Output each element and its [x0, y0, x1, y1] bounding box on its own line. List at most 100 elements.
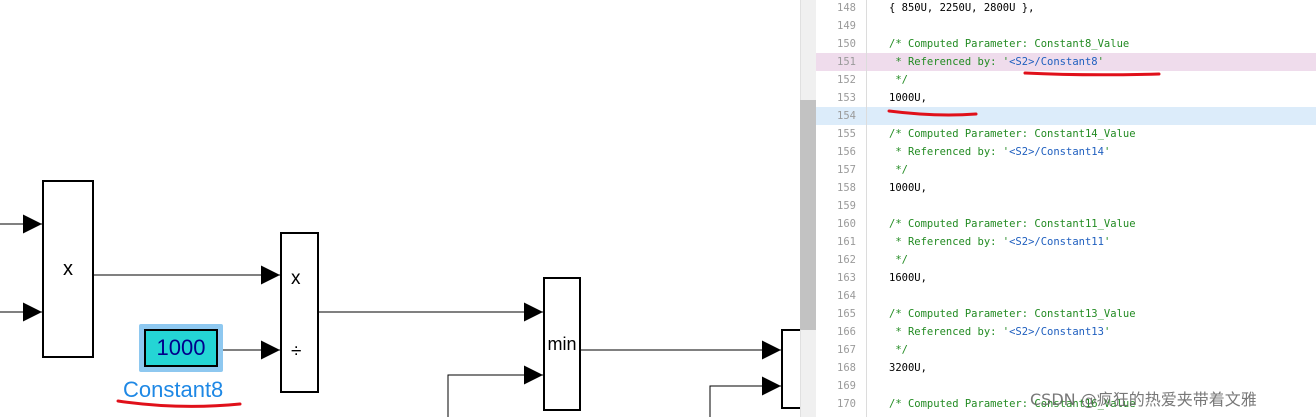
simulink-diagram-canvas[interactable]: x x ÷ min 1000 Constant8: [0, 0, 800, 417]
signal-line[interactable]: [447, 365, 543, 417]
line-number: 165: [837, 308, 856, 320]
code-token: /* Computed Parameter: Constant16_Value: [889, 398, 1136, 410]
code-line[interactable]: 152 */: [816, 71, 1316, 89]
code-token: ': [1103, 146, 1111, 158]
code-text: 1000U,: [856, 179, 927, 197]
code-line[interactable]: 148 { 850U, 2250U, 2800U },: [816, 0, 1316, 17]
line-number: 169: [837, 380, 856, 392]
code-line[interactable]: 164: [816, 287, 1316, 305]
code-line[interactable]: 156 * Referenced by: '<S2>/Constant14': [816, 143, 1316, 161]
line-number: 170: [837, 398, 856, 410]
code-token: /* Computed Parameter: Constant11_Value: [889, 218, 1136, 230]
code-text: 1600U,: [856, 269, 927, 287]
code-line[interactable]: 160 /* Computed Parameter: Constant11_Val…: [816, 215, 1316, 233]
code-line[interactable]: 151 * Referenced by: '<S2>/Constant8': [816, 53, 1316, 71]
code-line[interactable]: 159: [816, 197, 1316, 215]
code-line[interactable]: 165 /* Computed Parameter: Constant13_Val…: [816, 305, 1316, 323]
downstream-block[interactable]: [781, 329, 800, 409]
code-line[interactable]: 162 */: [816, 251, 1316, 269]
code-token: * Referenced by: ': [889, 236, 1010, 248]
code-text: /* Computed Parameter: Constant13_Value: [856, 305, 1136, 323]
line-number: 157: [837, 164, 856, 176]
reference-link[interactable]: <S2>/Constant13: [1009, 326, 1104, 338]
code-text: * Referenced by: '<S2>/Constant14': [856, 143, 1110, 161]
line-number: 154: [837, 110, 856, 122]
code-line[interactable]: 167 */: [816, 341, 1316, 359]
divide-port-label: ÷: [291, 341, 302, 362]
code-text: 1000U,: [856, 89, 927, 107]
reference-link[interactable]: <S2>/Constant8: [1009, 56, 1098, 68]
code-text: /* Computed Parameter: Constant14_Value: [856, 125, 1136, 143]
multiply-port-label: x: [291, 268, 301, 289]
code-line[interactable]: 154: [816, 107, 1316, 125]
code-text: * Referenced by: '<S2>/Constant11': [856, 233, 1110, 251]
signal-line[interactable]: [709, 376, 781, 417]
red-underline-annotation: [116, 399, 242, 408]
code-text: */: [856, 341, 908, 359]
constant-block-name[interactable]: Constant8: [123, 377, 224, 402]
line-number: 166: [837, 326, 856, 338]
code-token: 1000U,: [889, 92, 927, 104]
line-number: 151: [837, 56, 856, 68]
code-token: * Referenced by: ': [889, 326, 1010, 338]
code-token: /* Computed Parameter: Constant14_Value: [889, 128, 1136, 140]
code-token: /* Computed Parameter: Constant8_Value: [889, 38, 1130, 50]
scrollbar-thumb[interactable]: [800, 100, 816, 330]
code-token: * Referenced by: ': [889, 146, 1010, 158]
code-line[interactable]: 161 * Referenced by: '<S2>/Constant11': [816, 233, 1316, 251]
line-number: 149: [837, 20, 856, 32]
line-number: 155: [837, 128, 856, 140]
code-token: ': [1103, 236, 1111, 248]
line-number-gutter-divider: [866, 0, 867, 417]
code-token: /* Computed Parameter: Constant13_Value: [889, 308, 1136, 320]
signal-lines: [0, 214, 781, 417]
code-token: */: [889, 344, 908, 356]
constant-value: 1000: [156, 335, 206, 360]
code-text: * Referenced by: '<S2>/Constant13': [856, 323, 1110, 341]
code-token: */: [889, 74, 908, 86]
line-number: 168: [837, 362, 856, 374]
product-block[interactable]: x: [42, 180, 94, 358]
line-number: 156: [837, 146, 856, 158]
code-lines: 148 { 850U, 2250U, 2800U }, 149 150 /* Compu…: [816, 0, 1316, 413]
line-number: 148: [837, 2, 856, 14]
line-number: 150: [837, 38, 856, 50]
line-number: 163: [837, 272, 856, 284]
line-number: 161: [837, 236, 856, 248]
code-text: */: [856, 161, 908, 179]
generated-code-view[interactable]: 148 { 850U, 2250U, 2800U }, 149 150 /* Compu…: [816, 0, 1316, 417]
line-number: 159: [837, 200, 856, 212]
code-token: */: [889, 164, 908, 176]
code-token: ': [1103, 326, 1111, 338]
code-token: { 850U, 2250U, 2800U },: [889, 2, 1035, 14]
line-number: 160: [837, 218, 856, 230]
line-number: 164: [837, 290, 856, 302]
code-token: * Referenced by: ': [889, 56, 1010, 68]
code-line[interactable]: 170 /* Computed Parameter: Constant16_Val…: [816, 395, 1316, 413]
code-text: /* Computed Parameter: Constant8_Value: [856, 35, 1129, 53]
watermark: CSDN @疯狂的热爱夹带着文雅: [1030, 390, 1257, 409]
code-line[interactable]: 153 1000U,: [816, 89, 1316, 107]
constant-block[interactable]: 1000: [144, 329, 218, 367]
code-text: /* Computed Parameter: Constant16_Value: [856, 395, 1136, 413]
code-line[interactable]: 155 /* Computed Parameter: Constant14_Val…: [816, 125, 1316, 143]
min-block-label: min: [547, 333, 577, 354]
code-text: * Referenced by: '<S2>/Constant8': [856, 53, 1104, 71]
reference-link[interactable]: <S2>/Constant14: [1009, 146, 1104, 158]
code-line[interactable]: 169: [816, 377, 1316, 395]
code-line[interactable]: 166 * Referenced by: '<S2>/Constant13': [816, 323, 1316, 341]
min-block[interactable]: min: [543, 277, 581, 411]
code-line[interactable]: 157 */: [816, 161, 1316, 179]
line-number: 162: [837, 254, 856, 266]
product-block-label: x: [63, 257, 73, 280]
divide-block[interactable]: x ÷: [280, 232, 319, 393]
reference-link[interactable]: <S2>/Constant11: [1009, 236, 1104, 248]
code-line[interactable]: 150 /* Computed Parameter: Constant8_Valu…: [816, 35, 1316, 53]
code-token: 1000U,: [889, 182, 927, 194]
line-number: 167: [837, 344, 856, 356]
line-number: 153: [837, 92, 856, 104]
code-line[interactable]: 149: [816, 17, 1316, 35]
